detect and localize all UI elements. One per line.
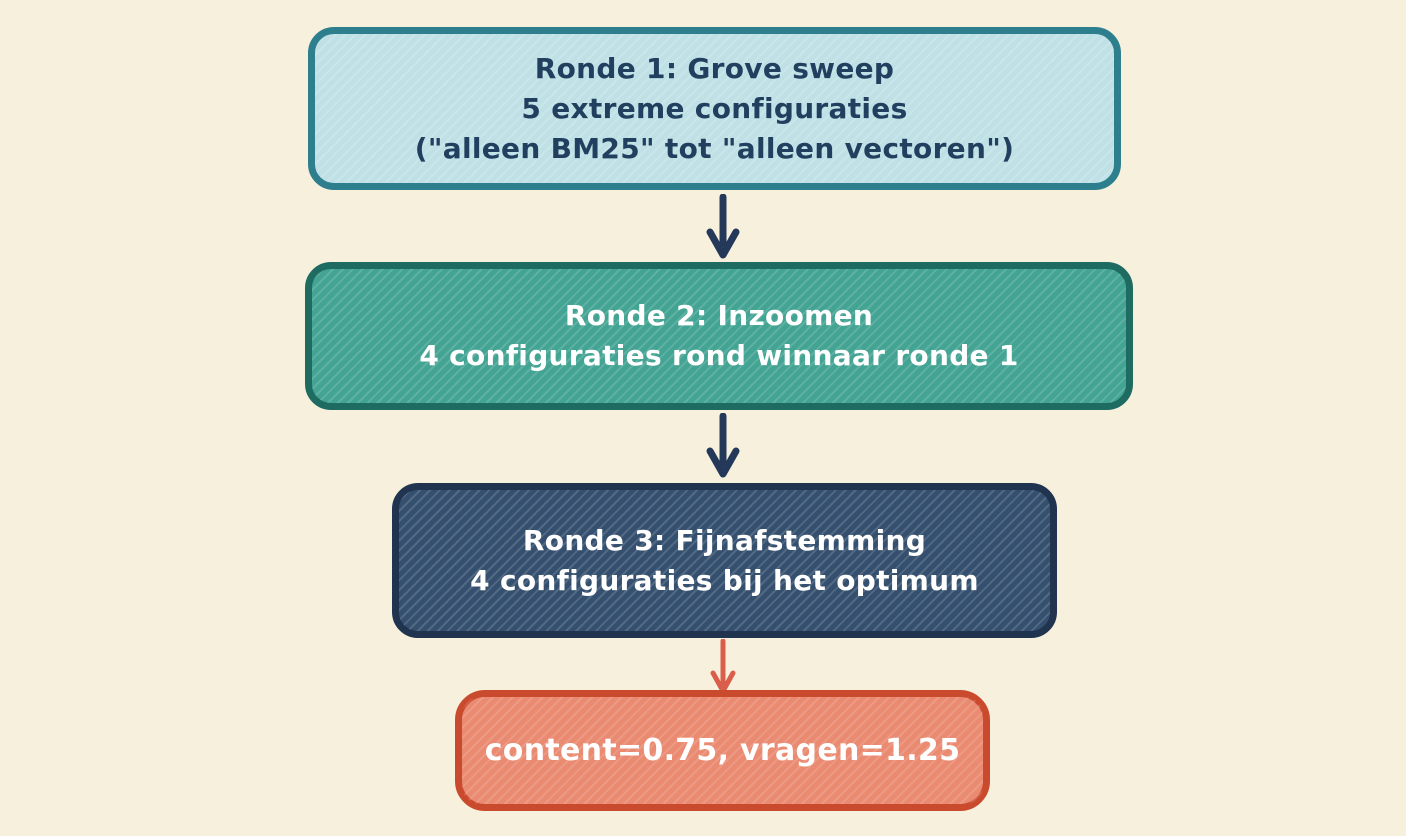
node-round3-title: Ronde 3: Fijnafstemming bbox=[522, 523, 927, 557]
node-round3: Ronde 3: Fijnafstemming 4 configuraties … bbox=[392, 483, 1057, 638]
node-round3-subtitle: 4 configuraties bij het optimum bbox=[470, 563, 979, 597]
node-round2-title: Ronde 2: Inzoomen bbox=[564, 299, 874, 332]
arrow-down-icon bbox=[706, 194, 740, 259]
node-result: content=0.75, vragen=1.25 bbox=[455, 690, 990, 811]
node-round2-subtitle: 4 configuraties rond winnaar ronde 1 bbox=[419, 339, 1019, 372]
node-result-text: content=0.75, vragen=1.25 bbox=[484, 732, 961, 768]
node-round1-detail: ("alleen BM25" tot "alleen vectoren") bbox=[414, 131, 1015, 165]
node-round1-subtitle: 5 extreme configuraties bbox=[521, 91, 908, 125]
node-round1: Ronde 1: Grove sweep 5 extreme configura… bbox=[308, 27, 1121, 190]
node-round1-title: Ronde 1: Grove sweep bbox=[534, 51, 895, 85]
arrow-down-icon bbox=[706, 413, 740, 478]
node-round2: Ronde 2: Inzoomen 4 configuraties rond w… bbox=[305, 262, 1133, 410]
arrow-down-icon bbox=[710, 639, 736, 694]
